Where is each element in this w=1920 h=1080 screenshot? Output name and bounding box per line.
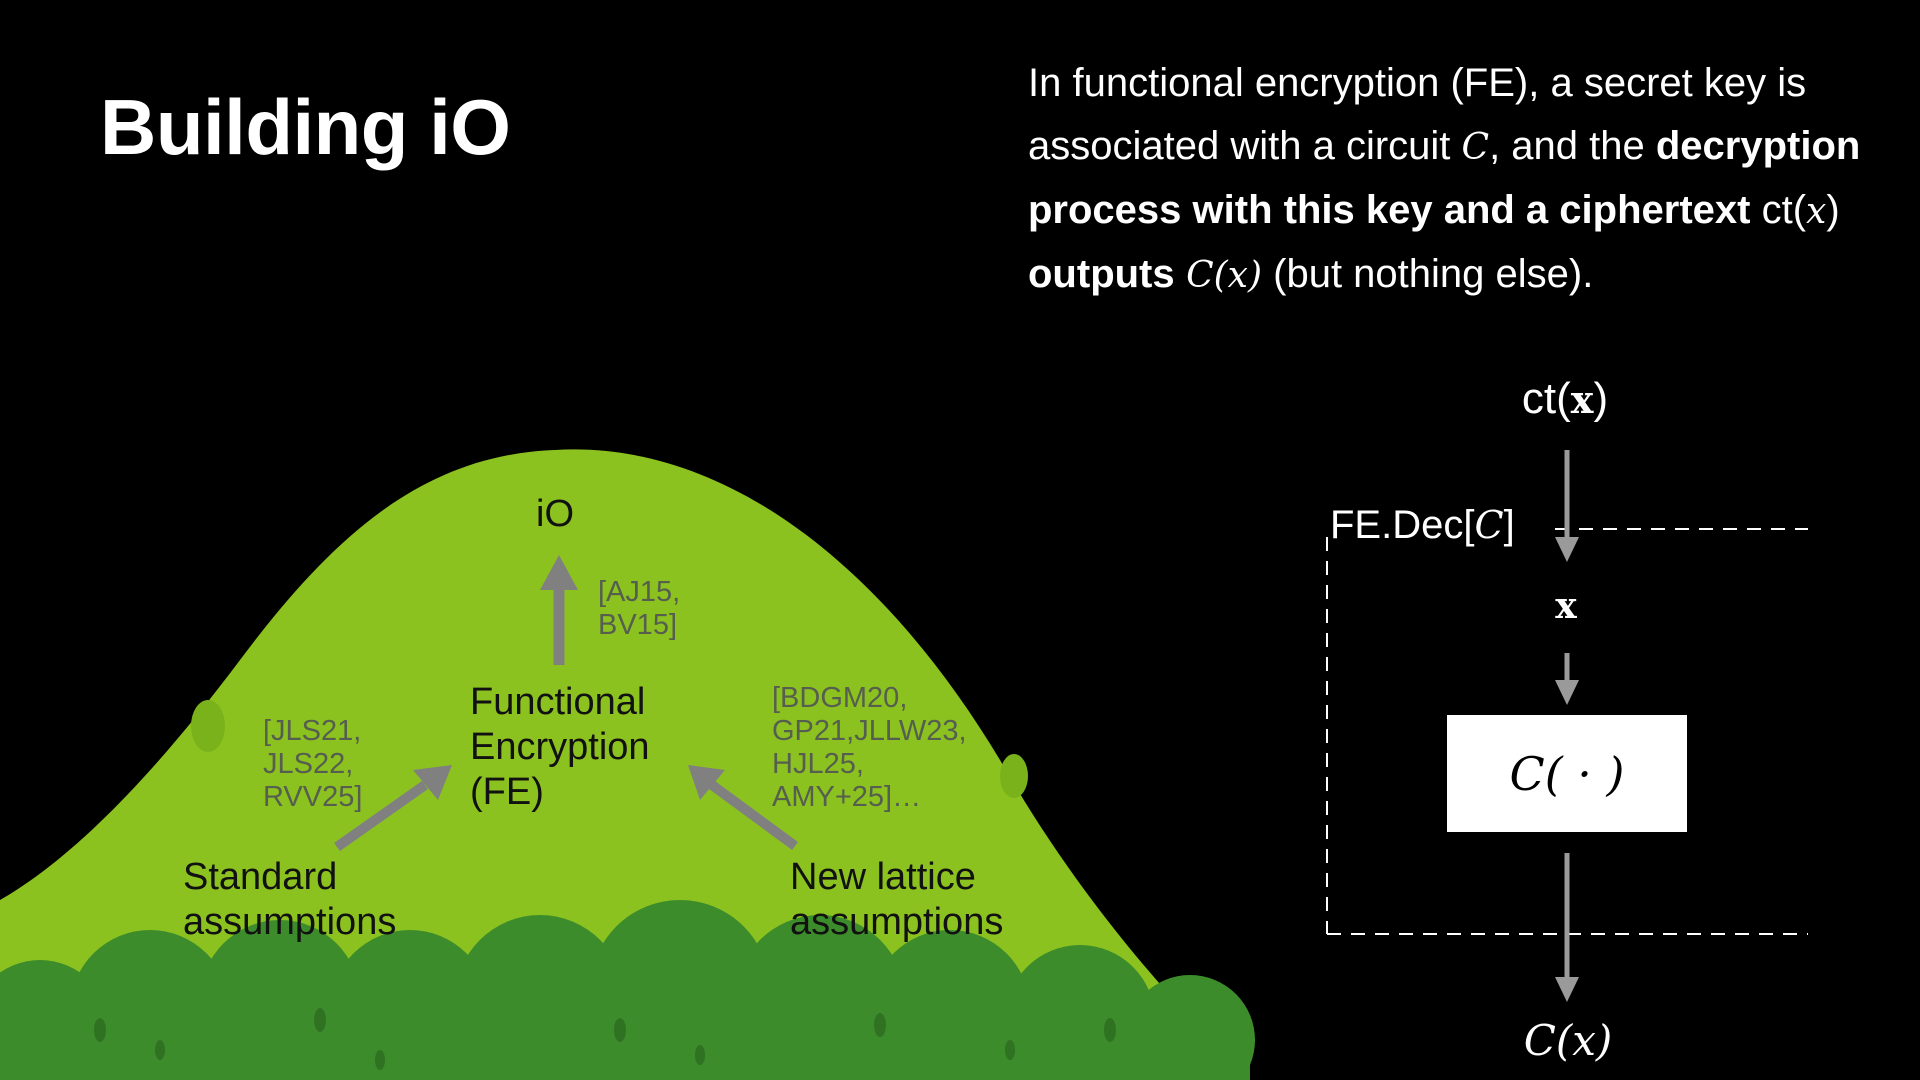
lattice-citation: [BDGM20, GP21,JLLW23, HJL25, AMY+25]… xyxy=(772,682,967,813)
io-citation: [AJ15, BV15] xyxy=(598,576,681,641)
standard-citation: [JLS21, JLS22, RVV25] xyxy=(263,715,363,813)
fe-label: Functional Encryption (FE) xyxy=(470,681,650,813)
hill-shape xyxy=(0,449,1250,1080)
arrow-ct-in-head xyxy=(1555,537,1579,562)
arrow-standard-to-fe-head xyxy=(413,765,452,800)
input-x-label: x xyxy=(1555,585,1577,627)
lattice-assumptions-label: New lattice assumptions xyxy=(790,856,1004,943)
hill-bump-left xyxy=(191,700,225,752)
arrow-standard-to-fe xyxy=(334,780,428,852)
fe-dec-label: FE.Dec[C] xyxy=(1330,503,1515,547)
bush-spots xyxy=(94,1008,1116,1070)
description-text: In functional encryption (FE), a secret … xyxy=(1028,61,1861,296)
circuit-box: C( · ) xyxy=(1447,715,1687,832)
io-label: iO xyxy=(536,493,574,535)
hill-arrows xyxy=(334,555,798,852)
bushes xyxy=(0,900,1255,1080)
arrow-c-out-head xyxy=(1555,977,1579,1002)
arrow-lattice-to-fe-head xyxy=(688,765,725,800)
arrow-x-to-c-head xyxy=(1555,680,1579,705)
diagram-arrows xyxy=(1555,450,1579,1002)
arrow-fe-to-io-head xyxy=(540,555,578,590)
hill-bump-right xyxy=(1000,754,1028,798)
output-label: C(x) xyxy=(1523,1016,1613,1065)
arrow-lattice-to-fe xyxy=(709,780,798,851)
standard-assumptions-label: Standard assumptions xyxy=(183,856,397,943)
ciphertext-label: ct(x) xyxy=(1521,374,1609,423)
slide-title: Building iO xyxy=(100,83,511,171)
